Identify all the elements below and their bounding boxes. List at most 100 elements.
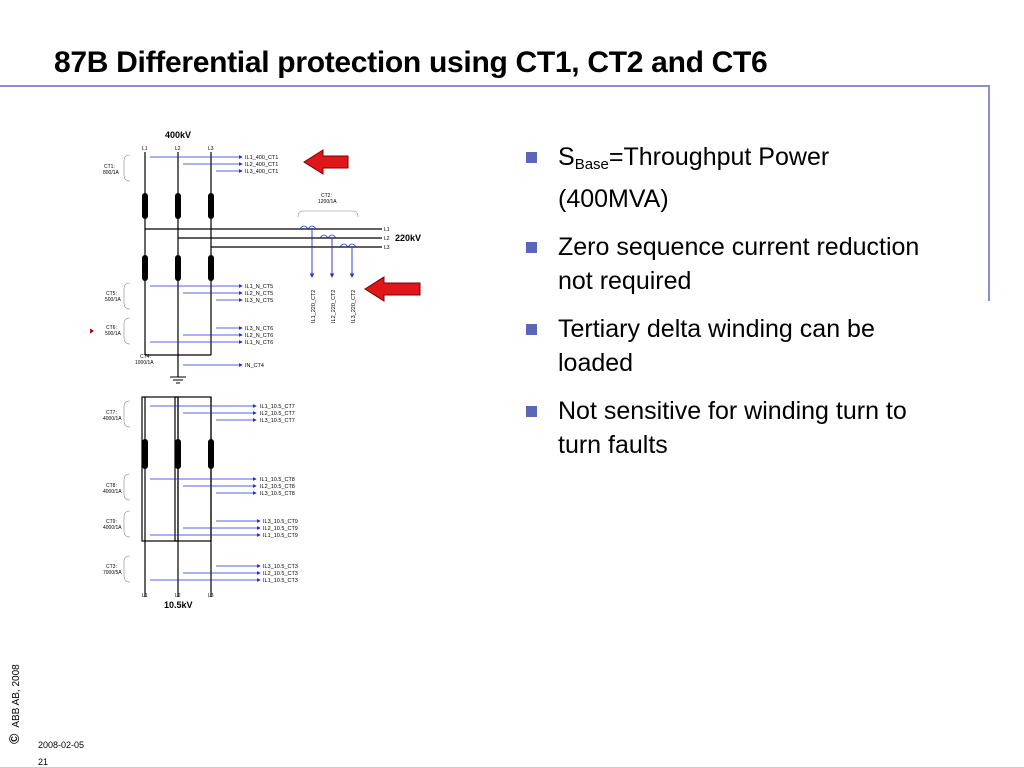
ct3-leads — [150, 564, 261, 582]
arrow-ct1-icon — [348, 151, 362, 162]
ct9-ratio: 4000/1A — [103, 525, 122, 531]
ct6-ratio: 500/1A — [105, 331, 122, 337]
copyright-text: ABB AB, 2008 — [11, 664, 22, 728]
ct5-signal-l2: IL2_N_CT5 — [245, 291, 273, 297]
ct9-leads — [150, 519, 261, 537]
ct2-leads — [309, 229, 355, 278]
ct7-signal-l2: IL2_10.5_CT7 — [260, 411, 295, 417]
ct8-leads — [150, 477, 257, 495]
ct5-signal-l3: IL3_N_CT5 — [245, 298, 273, 304]
ct3-name: CT3: — [106, 564, 117, 570]
bus-l2-label: L2 — [384, 236, 390, 242]
ct4-signal: IN_CT4 — [245, 363, 264, 369]
ct9-signal-l3: IL3_10.5_CT9 — [263, 519, 298, 525]
ct8-ratio: 4000/1A — [103, 489, 122, 495]
arrow-ct6-indicator-icon — [90, 328, 94, 334]
page-number: 21 — [38, 757, 49, 767]
ct1-name: CT1: — [104, 164, 115, 170]
header-rule — [0, 85, 990, 87]
phase-label-top-l2: L2 — [175, 146, 181, 152]
bullet-text: S — [558, 143, 575, 171]
ct2-coils — [299, 225, 357, 248]
arrow-ct2-indicator-icon — [364, 276, 421, 302]
ct8-name: CT8: — [106, 483, 117, 489]
arrow-ct1-indicator-icon — [303, 149, 349, 175]
ct2-signal-l3: IL3_220_CT2 — [351, 290, 357, 323]
ct9-signal-l1: IL1_10.5_CT9 — [263, 533, 298, 539]
ct6-name: CT6: — [106, 325, 117, 331]
ct9-signal-l2: IL2_10.5_CT9 — [263, 526, 298, 532]
ct2-ratio: 1200/1A — [318, 199, 337, 205]
ct7-signal-l1: IL1_10.5_CT7 — [260, 404, 295, 410]
ct8-signal-l1: IL1_10.5_CT8 — [260, 477, 295, 483]
ct7-leads — [150, 404, 257, 422]
ct5-signal-l1: IL1_N_CT5 — [245, 284, 273, 290]
ct1-signal-l2: IL2_400_CT1 — [245, 162, 278, 168]
ct7-bracket — [123, 400, 131, 428]
ct6-leads — [150, 326, 243, 344]
ct1-bracket — [123, 154, 131, 182]
bullet-text: Not sensitive for winding turn to turn f… — [558, 397, 907, 459]
ct3-ratio: 7000/5A — [103, 570, 122, 576]
bullet-square-icon — [526, 406, 537, 417]
bus-l1-label: L1 — [384, 227, 390, 233]
copyright-symbol: © — [6, 733, 22, 744]
bullet-square-icon — [526, 152, 537, 163]
ct2-signal-l1: IL1_220_CT2 — [311, 290, 317, 323]
ground-symbol — [170, 376, 186, 384]
bullet-square-icon — [526, 242, 537, 253]
side-rule — [988, 85, 990, 301]
ct3-bracket — [123, 555, 131, 583]
bus-220-label: 220kV — [395, 233, 421, 243]
phase-label-bottom-l1: L1 — [142, 593, 148, 599]
ct7-ratio: 4000/1A — [103, 416, 122, 422]
bullet-tertiary: Tertiary delta winding can be loaded — [522, 312, 942, 380]
ct8-signal-l2: IL2_10.5_CT8 — [260, 484, 295, 490]
ct9-bracket — [123, 510, 131, 538]
ct6-signal-l1: IL1_N_CT6 — [245, 340, 273, 346]
bus-400-label: 400kV — [165, 130, 191, 140]
phase-label-top-l3: L3 — [208, 146, 214, 152]
ct6-signal-l3: IL3_N_CT6 — [245, 326, 273, 332]
ct4-name: CT4: — [140, 354, 151, 360]
hv-windings — [142, 193, 214, 281]
protection-diagram: 400kV L1 L2 L3 L1 L2 L3 220kV CT2: 1200/… — [90, 130, 421, 610]
ct1-ratio: 800/1A — [103, 170, 120, 176]
slide-date: 2008-02-05 — [38, 740, 85, 750]
phase-label-top-l1: L1 — [142, 146, 148, 152]
bullet-subscript: Base — [574, 156, 609, 173]
ct8-bracket — [123, 473, 131, 501]
ct5-name: CT5: — [106, 291, 117, 297]
slide-title: 87B Differential protection using CT1, C… — [54, 46, 768, 79]
ct4-ratio: 1000/1A — [135, 360, 154, 366]
ct7-signal-l3: IL3_10.5_CT7 — [260, 418, 295, 424]
bullet-text-rest: =Throughput Power (400MVA) — [558, 143, 830, 213]
tertiary-delta — [141, 396, 212, 597]
bullet-sbase: SBase=Throughput Power (400MVA) — [522, 140, 942, 216]
mv-bus-lines — [145, 228, 382, 248]
bus-10-label: 10.5kV — [164, 600, 193, 610]
bullet-zero-sequence: Zero sequence current reduction not requ… — [522, 230, 942, 298]
bullet-square-icon — [526, 324, 537, 335]
ct1-signal-l3: IL3_400_CT1 — [245, 169, 278, 175]
ct3-signal-l3: IL3_10.5_CT3 — [263, 564, 298, 570]
hv-phase-lines — [144, 152, 212, 377]
ct1-signal-l1: IL1_400_CT1 — [245, 155, 278, 161]
ct8-signal-l3: IL3_10.5_CT8 — [260, 491, 295, 497]
ct2-name: CT2: — [321, 193, 332, 199]
copyright: © ABB AB, 2008 — [6, 664, 22, 750]
ct1-leads — [150, 155, 243, 173]
bus-l3-label: L3 — [384, 245, 390, 251]
phase-label-bottom-l2: L2 — [175, 593, 181, 599]
bullet-list: SBase=Throughput Power (400MVA) Zero seq… — [522, 140, 942, 476]
ct2-signal-l2: IL2_220_CT2 — [331, 290, 337, 323]
ct5-ratio: 500/1A — [105, 297, 122, 303]
ct6-signal-l2: IL2_N_CT6 — [245, 333, 273, 339]
ct7-name: CT7: — [106, 410, 117, 416]
ct5-bracket — [123, 282, 131, 310]
bullet-text: Zero sequence current reduction not requ… — [558, 233, 920, 295]
bullet-turn-faults: Not sensitive for winding turn to turn f… — [522, 394, 942, 462]
ct6-bracket — [123, 317, 131, 345]
bullet-text: Tertiary delta winding can be loaded — [558, 315, 875, 377]
ct2-bracket — [297, 210, 359, 218]
